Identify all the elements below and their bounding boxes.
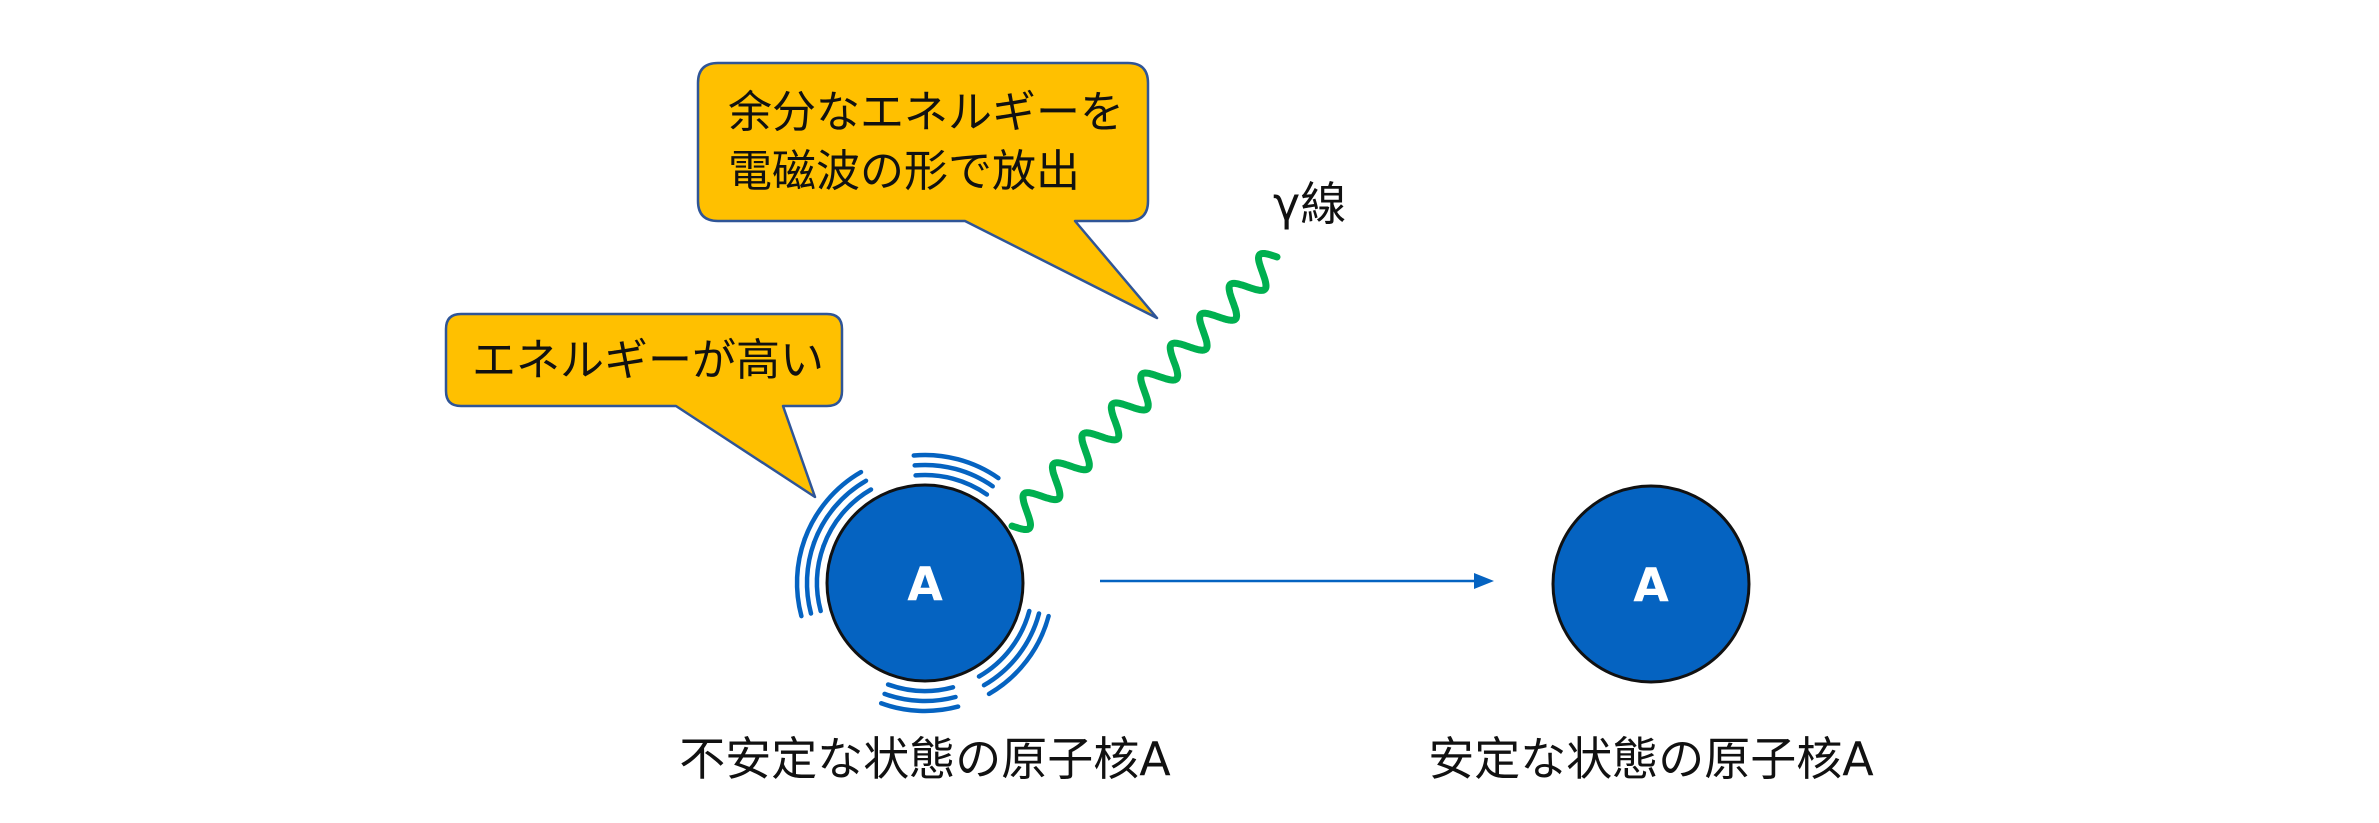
arc-group-left-arc-2 xyxy=(804,540,817,616)
vibration-arcs xyxy=(794,452,1051,714)
gamma-ray-wave xyxy=(1008,250,1281,533)
arc-group-lower-right-arc-3 xyxy=(986,613,1051,697)
callout-emission: 余分なエネルギーを 電磁波の形で放出 xyxy=(696,61,1159,320)
callout-emission-line2: 電磁波の形で放出 xyxy=(728,146,1080,197)
callout-high-energy: エネルギーが高い xyxy=(444,312,844,499)
arc-group-upper-left-arc-2 xyxy=(811,478,869,545)
arc-group-upper-left-arc-3 xyxy=(802,469,864,542)
arc-group-top-arc-2 xyxy=(912,462,995,489)
transition-arrow-head xyxy=(1474,573,1494,589)
stable-nucleus-circle xyxy=(1551,484,1751,684)
unstable-nucleus-circle xyxy=(825,483,1025,683)
arc-group-upper-left-arc-1 xyxy=(821,487,874,549)
arc-group-top-arc-1 xyxy=(913,472,990,497)
arc-group-bottom-arc-3 xyxy=(878,701,961,714)
unstable-nucleus-letter: A xyxy=(907,557,943,611)
callout-emission-bubble xyxy=(696,61,1159,320)
arc-group-bottom-arc-2 xyxy=(882,691,958,704)
transition-arrow xyxy=(1100,573,1494,589)
unstable-nucleus: A xyxy=(825,483,1025,683)
callout-high-energy-bubble xyxy=(444,312,844,499)
arc-group-top-arc-3 xyxy=(911,452,1001,481)
stable-nucleus-caption: 安定な状態の原子核A xyxy=(1428,732,1874,786)
stable-nucleus-letter: A xyxy=(1633,558,1669,612)
arc-group-left-arc-3 xyxy=(794,536,807,619)
unstable-nucleus-caption: 不安定な状態の原子核A xyxy=(679,732,1171,786)
stable-nucleus: A xyxy=(1551,484,1751,684)
arc-group-lower-right-arc-1 xyxy=(976,608,1032,679)
arc-group-left-arc-1 xyxy=(814,543,826,614)
arc-group-lower-right-arc-2 xyxy=(981,611,1042,688)
callout-high-energy-text: エネルギーが高い xyxy=(472,335,824,386)
callout-emission-line1: 余分なエネルギーを xyxy=(728,87,1124,138)
arc-group-bottom-arc-1 xyxy=(885,682,956,694)
gamma-ray-label: γ線 xyxy=(1273,177,1346,231)
